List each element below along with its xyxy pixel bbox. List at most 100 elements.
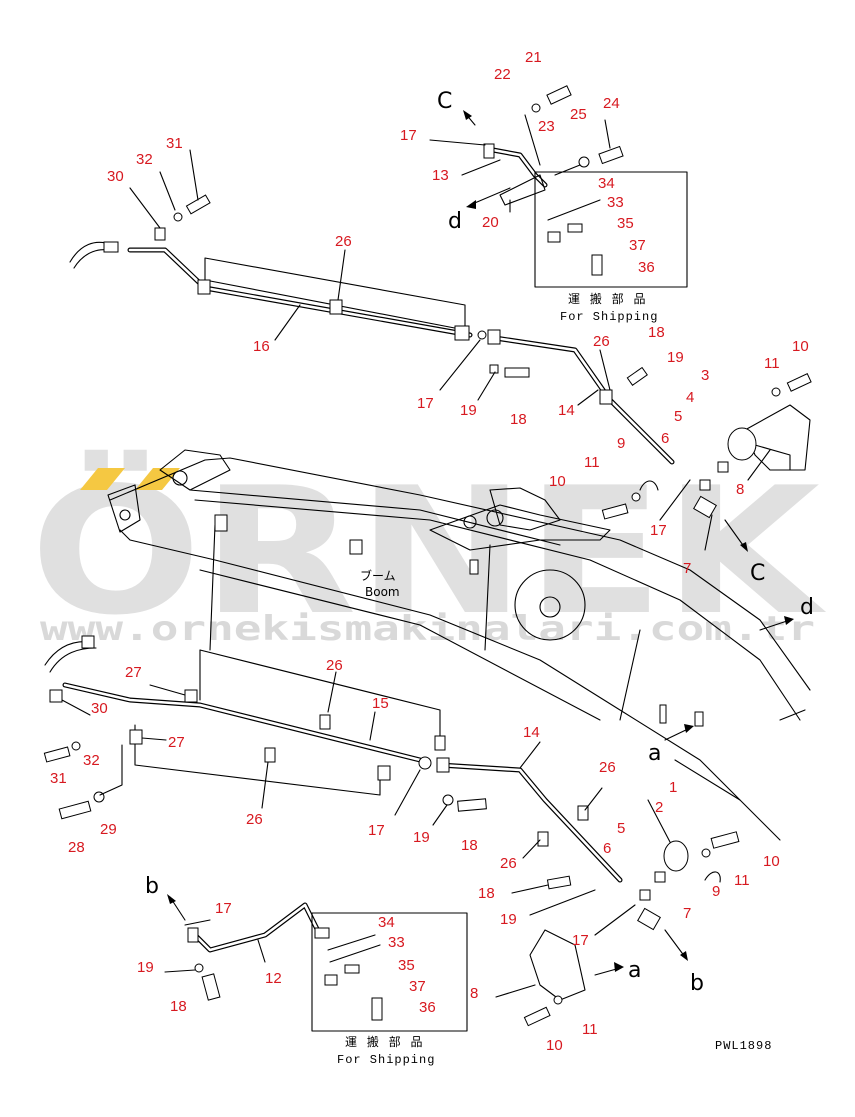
watermark-accent-left [80, 468, 125, 490]
ship1-part-35 [567, 223, 583, 233]
callout-5-upper: 5 [674, 408, 682, 425]
bolt-31a [185, 194, 211, 215]
stiffener-1 [209, 524, 216, 651]
callout-17-lower: 17 [368, 822, 385, 839]
callout-10-lower: 10 [763, 853, 780, 870]
view-letter-a-boom: a [648, 741, 661, 766]
callout-13: 13 [432, 167, 449, 184]
callout-labels: 21 22 23 25 24 17 13 34 33 20 35 37 36 3… [50, 49, 809, 1054]
bolt-18d [546, 875, 572, 890]
callout-37-bottom: 37 [409, 978, 426, 995]
washer-11c [701, 848, 711, 858]
washer-32b [71, 741, 81, 751]
boom-bottom-inner [199, 569, 601, 721]
callout-26-mid: 26 [593, 333, 610, 350]
stiffener-2 [484, 544, 491, 651]
pipe-14-upper [492, 335, 675, 465]
washer-25 [578, 156, 590, 168]
block-7a [693, 495, 717, 519]
clip-9b [704, 871, 721, 883]
clamp-26h [577, 805, 589, 821]
shipping-2-en: For Shipping [337, 1053, 435, 1067]
boom-clamp-1 [214, 514, 228, 532]
lower-valve-assembly [523, 831, 740, 1027]
bolt-24 [598, 145, 624, 165]
boom-foot-bracket [107, 484, 141, 533]
boom-top-inner2 [194, 499, 801, 721]
boom-arm-pin [486, 509, 504, 527]
lower-piping [43, 635, 623, 890]
callout-9-upper: 9 [617, 435, 625, 452]
fitting-5 [699, 479, 711, 491]
ship1-fitting [547, 231, 561, 243]
shipping-box-1 [534, 171, 688, 288]
boom-clamp-4 [659, 704, 667, 724]
upper-valve-assembly [601, 373, 812, 520]
flange-14-lower [436, 757, 450, 773]
boom-tip-mark [779, 709, 806, 721]
boom-mid-bracket [429, 504, 611, 551]
ship2-fitting [324, 974, 338, 986]
callout-34-bottom: 34 [378, 914, 395, 931]
callout-27-b: 27 [168, 734, 185, 751]
bolt-21 [546, 85, 572, 105]
callout-1: 1 [669, 779, 677, 796]
clamp-27b [129, 729, 143, 745]
pipe-15-box-top [199, 649, 441, 741]
callout-11-lower: 11 [734, 872, 750, 889]
boom-cyl-ear [159, 449, 231, 491]
flange-16-end [454, 325, 470, 341]
washer-19c [194, 963, 204, 973]
bracket-20 [499, 174, 546, 206]
callout-14-lower: 14 [523, 724, 540, 741]
callout-18-upper: 18 [648, 324, 665, 341]
callout-8-lower: 8 [470, 985, 478, 1002]
callout-20: 20 [482, 214, 499, 231]
shipping-1-en: For Shipping [560, 310, 658, 324]
pipe-16 [127, 247, 473, 338]
view-letter-d-right: d [800, 595, 814, 620]
callout-23: 23 [538, 118, 555, 135]
view-letter-c-right: C [750, 561, 765, 586]
oring-17-lower [418, 756, 432, 770]
callout-36-bottom: 36 [419, 999, 436, 1016]
valve-4 [717, 461, 729, 473]
callout-10-mid: 10 [549, 473, 566, 490]
callout-17-bottom: 17 [215, 900, 232, 917]
washer-32a [173, 212, 183, 222]
boom-top-inner [189, 489, 561, 546]
callout-29: 29 [100, 821, 117, 838]
callout-26-top: 26 [335, 233, 352, 250]
callout-26-lower-b: 26 [246, 811, 263, 828]
callout-11-upper: 11 [764, 355, 780, 372]
callout-18-bottom: 18 [170, 998, 187, 1015]
top-center-detail: 運 搬 部 品 For Shipping [483, 85, 688, 324]
callout-35-bottom: 35 [398, 957, 415, 974]
flange-14-top [487, 329, 501, 345]
callout-32-lower: 32 [83, 752, 100, 769]
washer-19a [489, 364, 499, 374]
bottom-left-detail: 運 搬 部 品 For Shipping [187, 902, 468, 1067]
boom-cyl-pin [172, 470, 188, 486]
callout-17-top: 17 [400, 127, 417, 144]
callout-2: 2 [655, 799, 663, 816]
callout-22: 22 [494, 66, 511, 83]
clamp-30b [49, 689, 63, 703]
callout-27-a: 27 [125, 664, 142, 681]
clamp-27a [184, 689, 198, 703]
shipping-box-2 [311, 912, 468, 1032]
callout-26-lower-d: 26 [500, 855, 517, 872]
bolt-18c [457, 798, 487, 812]
boom-arm-bracket [489, 487, 561, 531]
pipe-13-flange [483, 143, 495, 159]
boom-boss-inner [539, 596, 561, 618]
clamp-26a [197, 279, 211, 295]
pipe-12-flange-a [187, 927, 199, 943]
callout-3: 3 [701, 367, 709, 384]
clamp-26c [599, 389, 613, 405]
hose-fitting-lower [81, 635, 95, 649]
washer-19b [442, 794, 454, 806]
callout-18-lower: 18 [461, 837, 478, 854]
callout-34-top: 34 [598, 175, 615, 192]
